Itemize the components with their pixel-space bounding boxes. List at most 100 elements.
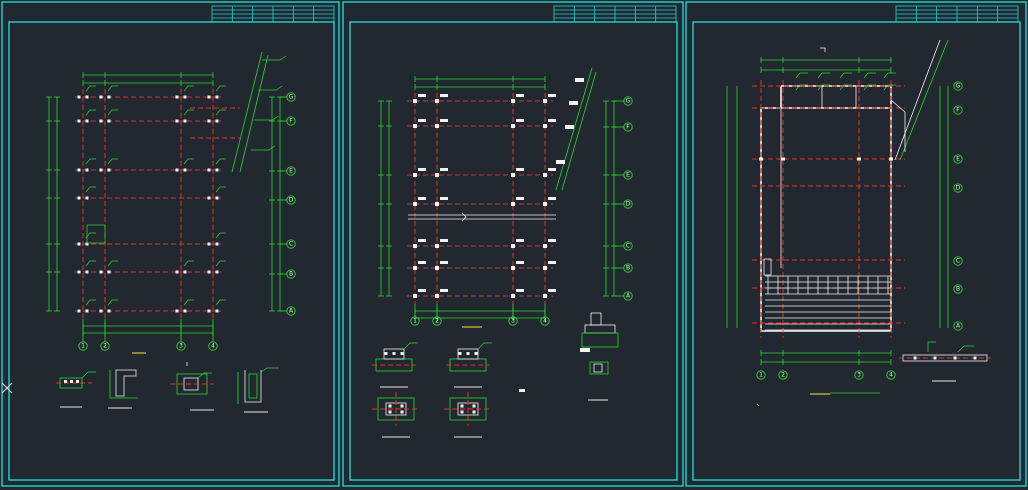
column-marker [543, 294, 547, 298]
column-marker [511, 202, 515, 206]
pile-cap-marker [85, 168, 89, 172]
axis-bubble-letter-label: B [626, 265, 630, 272]
axis-bubble-number-label: 1 [413, 318, 417, 325]
section-outline [590, 312, 602, 326]
axis-bubble-number-label: 2 [781, 372, 785, 379]
annotation-leader [927, 341, 974, 353]
annotation-leader [215, 85, 226, 92]
pile-cap-marker [99, 270, 103, 274]
axis-bubble-letter-label: C [289, 241, 293, 248]
axis-bubble-number-label: 1 [81, 343, 85, 350]
section-outline [244, 370, 262, 403]
axis-bubble-number [410, 316, 420, 326]
pile-cap-marker [175, 119, 179, 123]
annotation-leader [839, 72, 852, 79]
axis-bubble-number-label: 2 [103, 343, 107, 350]
pile-cap-marker [175, 270, 179, 274]
opening-outline [86, 224, 106, 244]
axis-bubble-letter [286, 116, 296, 126]
column-marker [435, 173, 439, 177]
sheet-inner-border [8, 21, 335, 481]
rebar-marker [933, 356, 937, 360]
column-tag [548, 94, 556, 97]
column-tag [569, 101, 578, 105]
section-outline [593, 363, 603, 373]
column-tag [548, 239, 556, 242]
inclined-edge [899, 39, 949, 161]
column-tag [516, 94, 524, 97]
annotation-leader [817, 72, 830, 79]
section-outline [581, 332, 619, 348]
axis-bubble-letter-label: F [289, 118, 293, 125]
pile-cap-marker [77, 270, 81, 274]
annotation-leader [250, 145, 275, 151]
anchor-marker [472, 410, 476, 414]
annotation-leader [403, 342, 418, 350]
axis-bubble-letter [286, 239, 296, 249]
pile-cap-marker [183, 119, 187, 123]
axis-bubble-number [854, 370, 864, 380]
dimension-chain-left [378, 100, 392, 297]
drawing-sheet [342, 1, 684, 487]
axis-bubble-letter-label: F [956, 107, 960, 114]
anchor-marker [400, 410, 404, 414]
pile-cap-marker [215, 309, 219, 313]
footing-plan-detail-1 [372, 392, 420, 438]
annotation-leader [215, 186, 226, 193]
column-tag [575, 78, 584, 82]
axis-bubble-letter [286, 269, 296, 279]
anchor-marker [458, 352, 462, 355]
annotation-leader [817, 84, 830, 91]
sheet-outer-border [342, 1, 684, 487]
column-marker [543, 99, 547, 103]
footing-plan-detail-2 [444, 392, 492, 438]
column-marker [889, 157, 893, 161]
column-tag [440, 168, 448, 171]
footing-detail-2 [446, 342, 492, 388]
title-block [553, 5, 677, 23]
break-symbol [461, 212, 467, 222]
axis-bubble-letter-label: E [289, 168, 293, 175]
axis-bubble-number-label: 2 [435, 318, 439, 325]
detail-mark [580, 348, 590, 352]
anchor-marker [384, 352, 388, 355]
anchor-marker [460, 410, 464, 414]
dimension-chain-right [269, 96, 283, 312]
title-block [211, 5, 335, 23]
column-marker [413, 294, 417, 298]
column-marker [543, 173, 547, 177]
pile-cap-marker [175, 309, 179, 313]
annotation-leader [107, 85, 118, 92]
dimension-chain-right [603, 100, 617, 297]
axis-bubble-letter [286, 306, 296, 316]
column-marker [413, 266, 417, 270]
column-marker [511, 124, 515, 128]
column-marker [413, 244, 417, 248]
column-tag [418, 239, 426, 242]
pile-cap-marker [85, 242, 89, 246]
anchor-marker [460, 404, 464, 408]
pile-cap-marker [99, 119, 103, 123]
pile-cap-marker [99, 95, 103, 99]
pile-cap-marker [215, 168, 219, 172]
sheet-outer-border [685, 1, 1027, 487]
pile-cap-marker [207, 119, 211, 123]
pile-cap-marker [85, 309, 89, 313]
annotation-leader [107, 109, 118, 116]
pedestal-outline [457, 348, 479, 360]
axis-bubble-number-label: 3 [857, 372, 861, 379]
column-marker [435, 99, 439, 103]
axis-bubble-letter-label: A [626, 293, 631, 300]
column-tag [548, 197, 556, 200]
annotation-leader [183, 109, 194, 116]
column-marker [543, 202, 547, 206]
axis-bubble-letter-label: D [626, 201, 631, 208]
rebar-marker [973, 356, 977, 360]
axis-bubble-number [100, 341, 110, 351]
axis-bubble-letter-label: G [956, 83, 961, 90]
pile-cap-marker [207, 242, 211, 246]
